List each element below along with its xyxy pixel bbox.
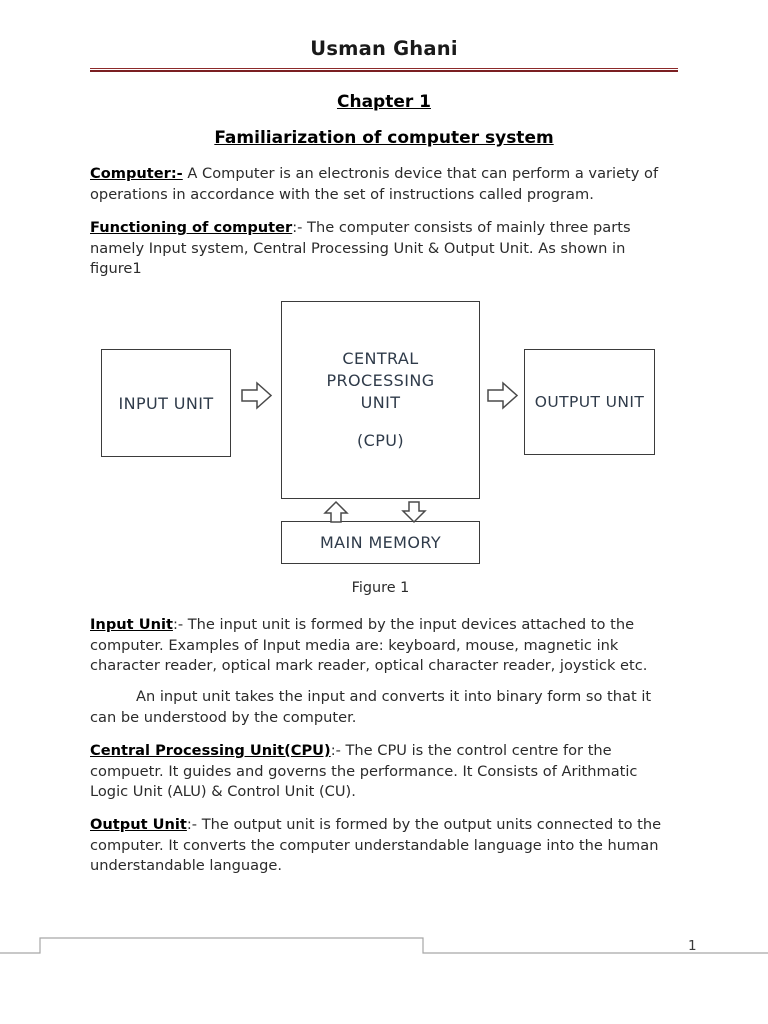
page-number: 1	[688, 938, 697, 954]
paragraph-cpu-lead: Central Processing Unit(CPU)	[90, 742, 331, 759]
header-rule-top-line	[90, 68, 678, 69]
paragraph-input-unit: Input Unit:- The input unit is formed by…	[90, 615, 680, 677]
paragraph-computer-lead: Computer:-	[90, 165, 183, 182]
paragraph-cpu: Central Processing Unit(CPU):- The CPU i…	[90, 741, 680, 803]
subject-title-text: Familiarization of computer system	[214, 128, 554, 148]
diagram-box-input-unit-label: INPUT UNIT	[118, 393, 214, 413]
chapter-title-text: Chapter 1	[336, 92, 431, 112]
header-author-name: Usman Ghani	[310, 37, 458, 60]
arrow-right-icon	[241, 381, 273, 410]
arrow-up-icon	[323, 500, 349, 523]
header-rule-bottom-line	[90, 70, 678, 72]
diagram-box-cpu-label-line3: UNIT	[360, 393, 401, 412]
diagram-box-input-unit: INPUT UNIT	[101, 349, 231, 457]
arrow-down-icon	[401, 501, 427, 524]
paragraph-input-unit-extra: An input unit takes the input and conver…	[90, 688, 652, 726]
paragraph-output-unit-text: :- The output unit is formed by the outp…	[90, 816, 662, 875]
paragraph-computer-text: A Computer is an electronis device that …	[90, 165, 659, 203]
diagram-box-cpu: CENTRAL PROCESSING UNIT (CPU)	[281, 301, 480, 499]
subject-title: Familiarization of computer system	[0, 128, 768, 148]
paragraph-functioning-lead: Functioning of computer	[90, 219, 293, 236]
arrow-right-icon	[487, 381, 519, 410]
paragraph-cpu-text: :- The CPU is the control centre for the…	[90, 742, 638, 801]
diagram-box-cpu-label-line2: PROCESSING	[326, 371, 435, 390]
diagram-box-cpu-label-line4: (CPU)	[356, 431, 404, 450]
footer-rule	[0, 937, 768, 954]
paragraph-output-unit: Output Unit:- The output unit is formed …	[90, 815, 680, 877]
paragraph-computer: Computer:- A Computer is an electronis d…	[90, 164, 680, 205]
document-header: Usman Ghani	[0, 37, 768, 60]
diagram-box-output-unit: OUTPUT UNIT	[524, 349, 655, 455]
paragraph-input-unit-lead: Input Unit	[90, 616, 173, 633]
paragraph-input-unit-text: :- The input unit is formed by the input…	[90, 616, 648, 675]
diagram-box-main-memory: MAIN MEMORY	[281, 521, 480, 564]
chapter-title: Chapter 1	[0, 92, 768, 112]
header-divider-rule	[90, 68, 678, 73]
figure-caption: Figure 1	[351, 580, 410, 596]
paragraph-functioning-text: :- The computer consists of mainly three…	[90, 219, 631, 278]
paragraph-output-unit-lead: Output Unit	[90, 816, 187, 833]
paragraph-functioning: Functioning of computer:- The computer c…	[90, 218, 680, 280]
diagram-box-output-unit-label: OUTPUT UNIT	[534, 393, 645, 411]
diagram-box-main-memory-label: MAIN MEMORY	[319, 533, 442, 552]
header-rule-gap	[90, 69, 678, 70]
diagram-box-cpu-label-line1: CENTRAL	[342, 349, 419, 368]
